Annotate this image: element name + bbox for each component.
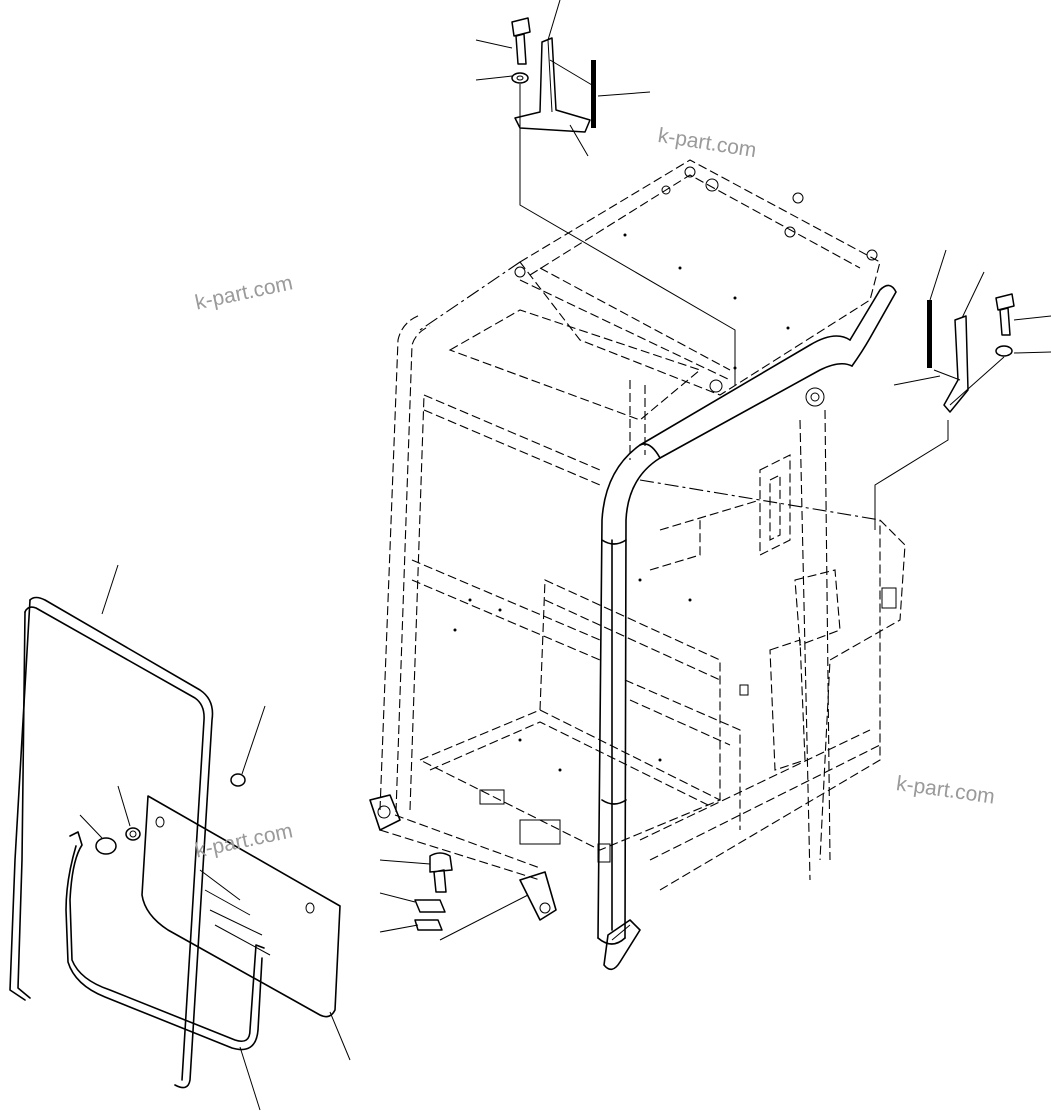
- bolt-icon: [429, 852, 453, 893]
- bracket-icon: [414, 919, 443, 931]
- left-frame: [369, 314, 601, 881]
- washer-icon: [995, 345, 1013, 357]
- cushion-icon: [95, 837, 117, 855]
- front-bolt-assembly: [379, 852, 557, 941]
- glazing-strip: [65, 831, 265, 1111]
- bracket-icon: [414, 899, 446, 913]
- right-bracket-assembly: [874, 249, 1051, 530]
- weatherstrip-icon: [9, 564, 214, 1089]
- bracket-icon: [943, 315, 969, 413]
- bolt-icon: [995, 293, 1015, 336]
- washer-icon: [125, 827, 141, 841]
- front-pillar: [597, 284, 897, 945]
- washer-icon: [230, 773, 246, 787]
- washer-icon: [511, 72, 529, 84]
- top-bracket-assembly: [475, 0, 736, 385]
- bracket-icon: [514, 37, 591, 133]
- seal-strip-icon: [927, 300, 932, 368]
- roof-panel: [419, 159, 881, 421]
- floor-frame: [418, 380, 881, 891]
- seal-strip-icon: [591, 60, 596, 128]
- pillar-lower-bracket: [603, 919, 641, 971]
- glass-panel-icon: [79, 705, 351, 1061]
- right-side-panel: [649, 499, 906, 861]
- bolt-icon: [511, 17, 531, 65]
